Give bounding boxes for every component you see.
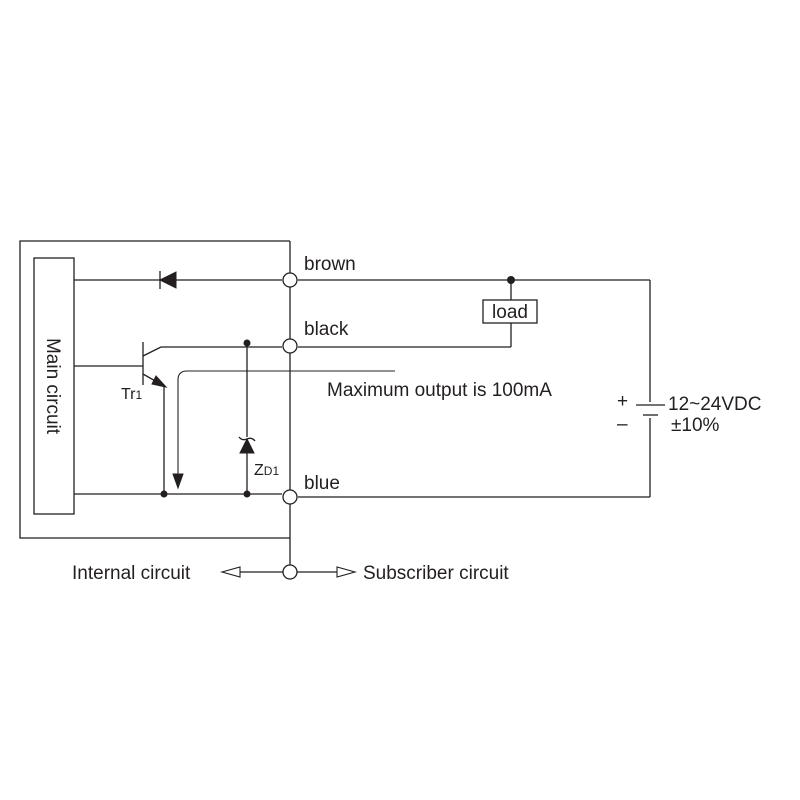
supply-minus-sign: – — [617, 414, 628, 435]
load-box — [482, 299, 538, 324]
zd1-label-sub: D1 — [264, 464, 280, 478]
transistor-emitter-dot — [160, 490, 168, 498]
main-circuit-block — [33, 257, 75, 515]
black-terminal — [282, 338, 298, 354]
internal-circuit-boundary — [19, 240, 290, 539]
tr1-label-sub: 1 — [136, 388, 143, 402]
reverse-protection-diode — [158, 271, 177, 289]
tr1-label: Tr1 — [121, 386, 143, 403]
zd1-label-main: Z — [254, 462, 264, 479]
right-hollow-arrowhead — [336, 566, 358, 578]
zener-diode-zd1 — [238, 436, 256, 454]
load-label: load — [492, 302, 528, 323]
internal-circuit-label: Internal circuit — [72, 563, 191, 584]
supply-plus-sign: + — [617, 391, 628, 412]
left-hollow-arrowhead — [219, 566, 241, 578]
max-output-label: Maximum output is 100mA — [327, 380, 552, 401]
dc-power-supply — [636, 404, 665, 416]
brown-terminal — [282, 272, 298, 288]
supply-voltage-label: 12~24VDC — [668, 394, 761, 415]
subscriber-circuit-label: Subscriber circuit — [363, 563, 509, 584]
boundary-terminal — [282, 564, 298, 580]
zd1-label: ZD1 — [254, 462, 279, 479]
zener-bottom-junction-dot — [243, 490, 251, 498]
supply-tolerance-label: ±10% — [671, 415, 720, 436]
main-circuit-label: Main circuit — [42, 338, 63, 435]
current-arrowhead — [172, 473, 184, 490]
tr1-label-main: Tr — [121, 386, 136, 403]
black-wire-label: black — [304, 319, 349, 340]
transistor-tr1 — [74, 342, 168, 494]
blue-terminal — [282, 489, 298, 505]
blue-wire-label: blue — [304, 473, 340, 494]
current-flow-arrow — [177, 370, 395, 474]
brown-wire-label: brown — [304, 254, 356, 275]
